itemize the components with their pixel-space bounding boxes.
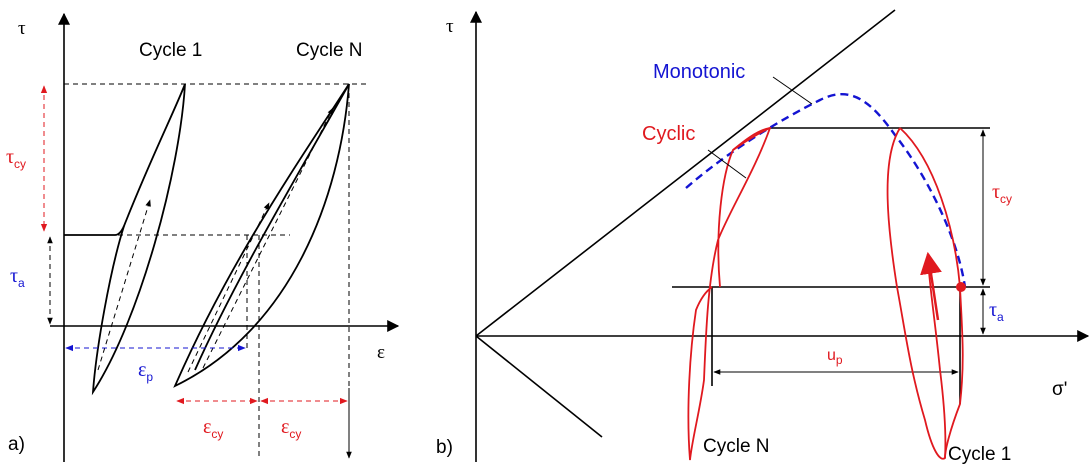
panel-b-y-axis-label: τ [446,16,454,37]
panel-a-cycle-n-label: Cycle N [296,40,363,61]
panel-a-reload-arrow-cycle-n-2 [202,107,334,369]
panel-a: τ ε a) Cycle 1 C [6,12,400,462]
panel-a-cycle-1-label: Cycle 1 [139,40,202,61]
panel-b-tau-cy-label: τcy [992,181,1012,206]
panel-a-eps-cy-right-label: εcy [281,416,301,441]
panel-b-cycle-n-label: Cycle N [703,436,770,457]
panel-b-cyclic-curves [687,126,964,461]
panel-a-loop-cycle-n-inner [194,83,350,371]
panel-a-stress-strain-curves [64,83,350,396]
panel-b-cyclic-upper-branch [732,127,771,151]
panel-b-up-label: up [827,347,843,367]
panel-a-initial-loading [64,225,125,236]
panel-b-cycle-1-label: Cycle 1 [948,444,1011,465]
panel-b-failure-point [956,282,966,292]
panel-a-eps-cy-left-label: εcy [203,416,223,441]
panel-b-monotonic-leader [772,76,813,105]
panel-b-cycle-1-outer [899,127,964,459]
panel-b-monotonic-label: Monotonic [653,61,745,83]
panel-a-reload-arrow-cycle-n-1 [187,202,270,373]
panel-b-cycle-1-loop [886,127,947,460]
panel-a-x-axis-label: ε [377,342,385,363]
panel-a-tau-cy-label: τcy [6,146,26,171]
panel-a-tau-a-label: τa [10,265,25,290]
panel-a-eps-p-label: εp [138,359,153,384]
panel-a-reload-arrow-cycle-1 [97,199,151,371]
panel-b-x-axis-label: σ' [1052,379,1067,400]
panel-b-cyclic-leader [707,149,747,179]
panel-a-loop-cycle-1 [91,83,186,396]
panel-a-tag: a) [8,434,25,455]
panel-b-failure-line-upper [475,9,896,337]
panel-b-cyclic-label: Cyclic [642,123,695,145]
panel-b-monotonic-curve [685,93,967,288]
panel-b-tau-a-label: τa [989,299,1004,324]
panel-b-cycle-n-loop [687,126,772,461]
panel-a-reload-arrows [97,107,334,373]
panel-a-reference-lines [64,83,368,460]
panel-b-tag: b) [436,437,453,458]
panel-b-cyclic-red-arrow [920,251,942,321]
panel-b: τ σ' b) Monotonic Cycl [436,9,1090,465]
panel-b-failure-line-lower [475,335,603,438]
panel-a-y-axis-label: τ [18,18,26,39]
